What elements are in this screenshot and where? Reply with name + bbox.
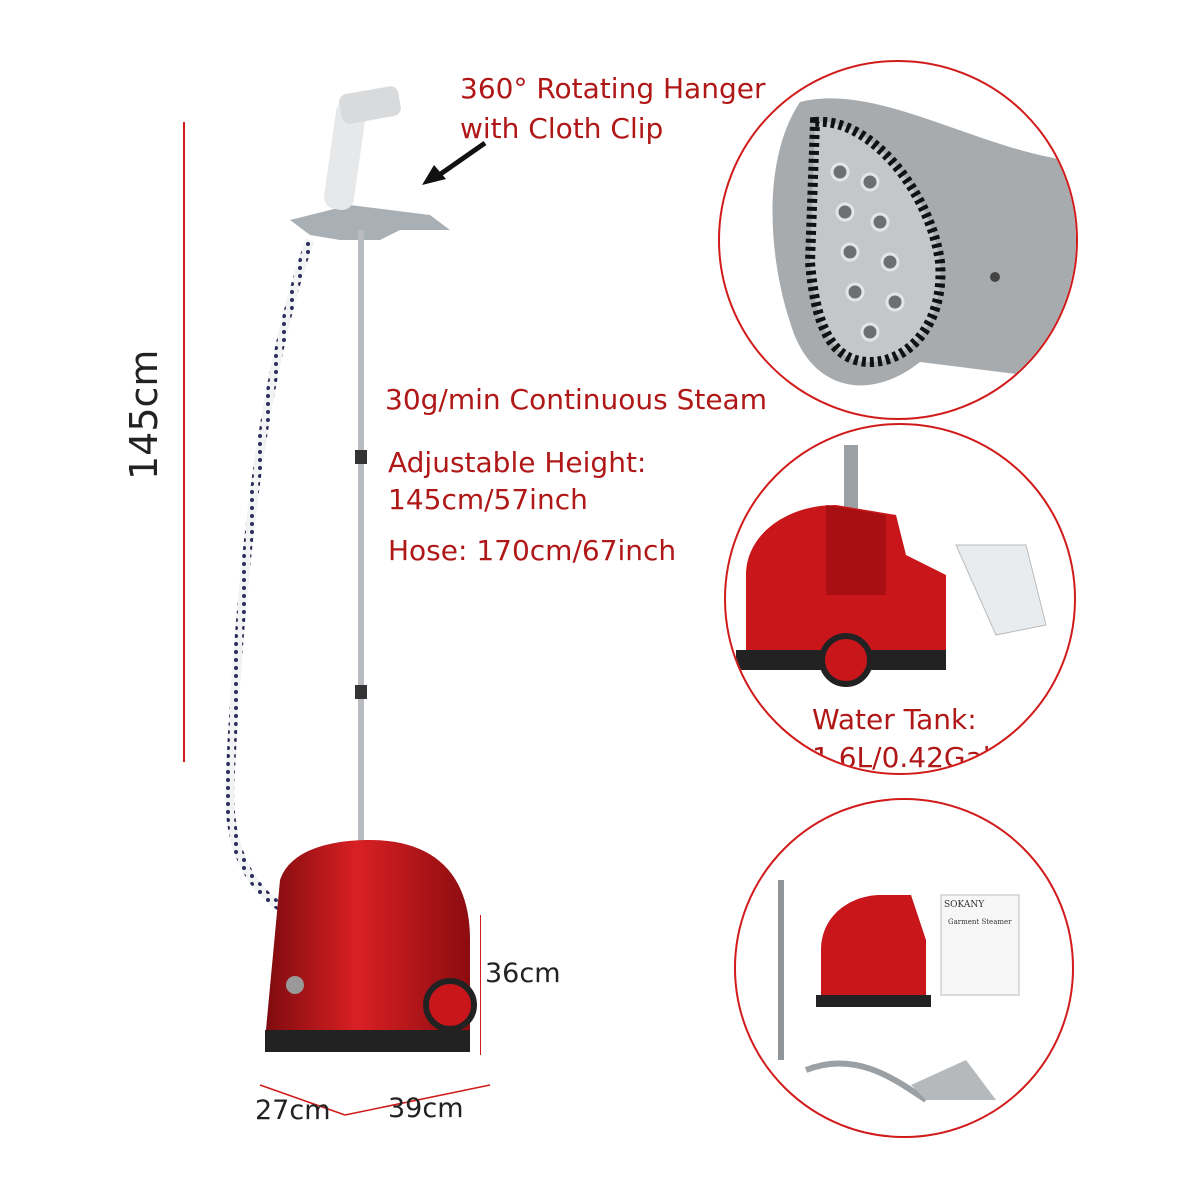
- arrow-icon: [422, 140, 487, 185]
- water-tank-closeup: Water Tank: 1.6L/0.42Gal: [724, 423, 1076, 775]
- tank-callout-line2: 1.6L/0.42Gal: [812, 741, 991, 774]
- base-depth-label: 27cm: [255, 1095, 331, 1126]
- base-height-line: [480, 915, 481, 1055]
- steam-head-closeup: [718, 60, 1078, 420]
- hose-callout: Hose: 170cm/67inch: [388, 534, 677, 567]
- height-dimension-label: 145cm: [122, 349, 166, 480]
- height-dimension-line: [183, 122, 185, 762]
- package-brand: SOKANY: [944, 900, 985, 910]
- package-manual-title: Garment Steamer: [948, 918, 1012, 926]
- water-tank-image: [736, 445, 1047, 687]
- hanger-callout-line1: 360° Rotating Hanger: [460, 72, 766, 105]
- package-contents: SOKANY Garment Steamer: [734, 798, 1074, 1138]
- height-callout-line2: 145cm/57inch: [388, 483, 588, 516]
- package-contents-image: [778, 880, 1020, 1103]
- base-width-label: 39cm: [388, 1093, 464, 1124]
- steam-callout: 30g/min Continuous Steam: [385, 383, 767, 416]
- height-callout-line1: Adjustable Height:: [388, 446, 647, 479]
- hanger-callout-line2: with Cloth Clip: [460, 112, 664, 145]
- steam-head-image: [772, 98, 1076, 386]
- base-floor-lines: [259, 1084, 491, 1116]
- garment-steamer-image: [225, 86, 477, 1052]
- base-height-label: 36cm: [485, 958, 561, 989]
- tank-callout-line1: Water Tank:: [812, 703, 977, 736]
